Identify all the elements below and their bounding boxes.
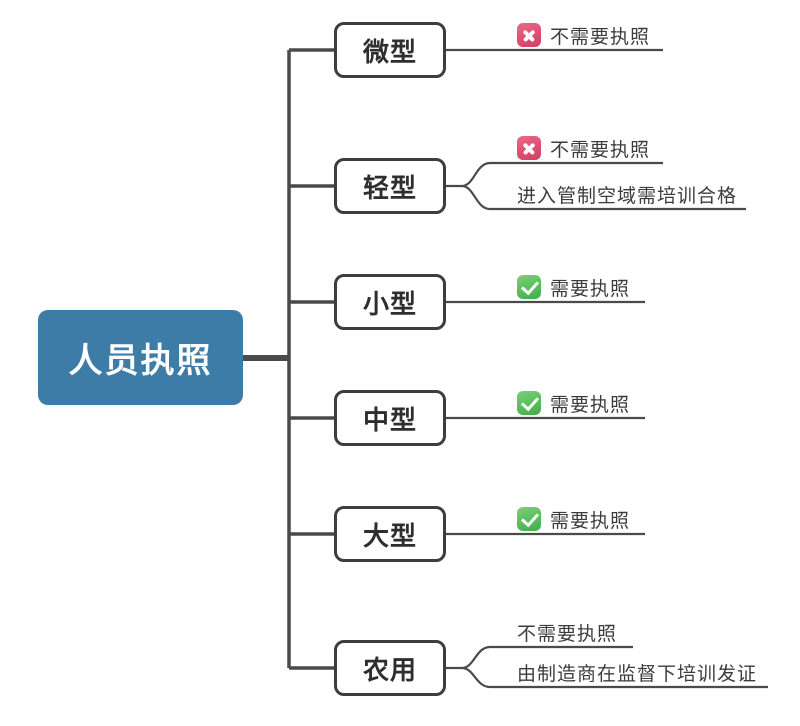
- leaf-text: 不需要执照: [550, 25, 651, 48]
- leaf-lines-light: [446, 161, 746, 211]
- branch-node-large: 大型: [334, 506, 446, 562]
- branch-label: 小型: [362, 289, 417, 320]
- branch-label: 农用: [362, 655, 417, 686]
- branch-label: 中型: [362, 405, 417, 436]
- leaf-text: 需要执照: [550, 277, 631, 300]
- leaf-text: 由制造商在监督下培训发证: [517, 662, 758, 685]
- branch-node-small: 小型: [334, 274, 446, 330]
- leaf-item: 不需要执照: [517, 21, 650, 49]
- branch-node-micro: 微型: [334, 22, 446, 78]
- check-icon: [517, 507, 541, 531]
- leaf-lines-agricultural: [446, 645, 768, 689]
- branch-label: 微型: [362, 37, 417, 68]
- branch-node-medium: 中型: [334, 390, 446, 446]
- leaf-text: 需要执照: [550, 509, 631, 532]
- check-icon: [517, 275, 541, 299]
- branch-connector-lines: [289, 48, 334, 670]
- root-node: 人员执照: [38, 310, 243, 405]
- branch-node-light: 轻型: [334, 158, 446, 214]
- root-label: 人员执照: [68, 341, 213, 381]
- leaf-text: 需要执照: [550, 393, 631, 416]
- leaf-item: 进入管制空域需培训合格: [517, 180, 737, 208]
- leaf-text: 不需要执照: [517, 622, 618, 645]
- leaf-item: 不需要执照: [517, 134, 650, 162]
- branch-label: 大型: [362, 521, 417, 552]
- leaf-item: 需要执照: [517, 273, 630, 301]
- leaf-item: 需要执照: [517, 505, 630, 533]
- x-icon: [517, 136, 541, 160]
- branch-node-agricultural: 农用: [334, 640, 446, 696]
- x-icon: [517, 23, 541, 47]
- leaf-item: 由制造商在监督下培训发证: [517, 658, 757, 686]
- check-icon: [517, 391, 541, 415]
- leaf-item: 不需要执照: [517, 618, 617, 646]
- leaf-text: 不需要执照: [550, 138, 651, 161]
- leaf-text: 进入管制空域需培训合格: [517, 184, 738, 207]
- leaf-item: 需要执照: [517, 389, 630, 417]
- branch-label: 轻型: [362, 173, 417, 204]
